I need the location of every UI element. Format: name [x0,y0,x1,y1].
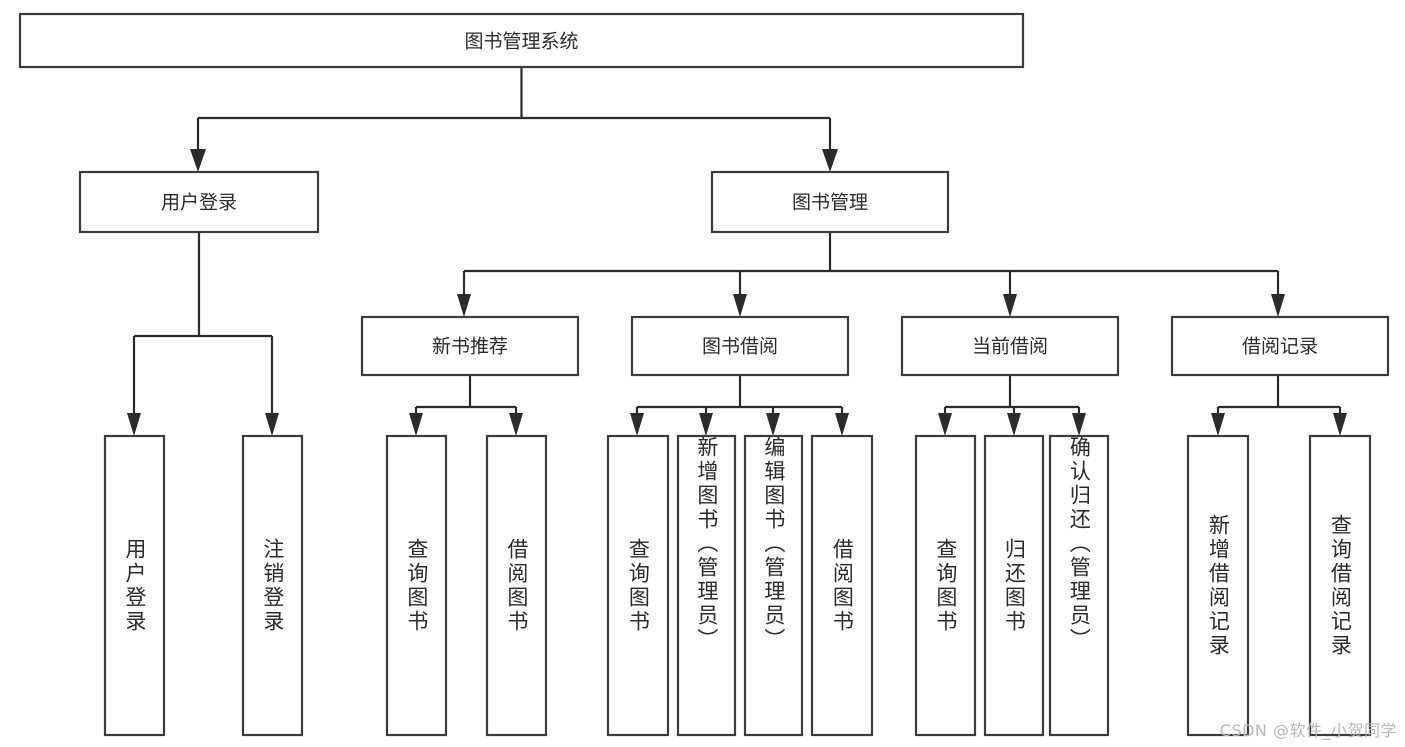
arrowhead-cb-c1 [938,413,952,436]
leaf-box-4[interactable] [606,434,670,737]
node-label-book-manage: 图书管理 [792,192,868,214]
node-label-user-login: 用户登录 [161,192,237,214]
edge-group-user-login [127,232,279,436]
arrowhead-bb-c3 [766,413,780,436]
node-box-borrow-record[interactable] [1170,315,1390,377]
leaf-box-10[interactable] [1048,434,1110,737]
node-label-root: 图书管理系统 [464,31,578,53]
edge-group-new-book [409,375,523,436]
leaf-box-11[interactable] [1186,434,1250,737]
arrowhead-cb-c3 [1072,413,1086,436]
edge-group-book-manage [457,232,1285,317]
leaf-box-2[interactable] [385,434,448,737]
edge-group-root [190,67,838,172]
arrowhead-root-to-book [822,149,838,172]
node-label-new-book-recommend: 新书推荐 [432,336,508,358]
node-box-new-book-recommend[interactable] [360,315,580,377]
arrowhead-bb-c4 [835,413,849,436]
arrowhead-br-c2 [1333,413,1347,436]
leaf-box-7[interactable] [810,434,874,737]
arrowhead-bm-c1 [457,294,471,317]
node-label-current-borrow: 当前借阅 [972,336,1048,358]
leaf-box-12[interactable] [1308,434,1372,737]
node-box-book-manage[interactable] [710,170,950,234]
leaf-box-6[interactable] [743,434,804,737]
arrowhead-bb-c1 [630,413,644,436]
arrowhead-user-c1 [127,413,141,436]
arrowhead-bm-c2 [733,294,747,317]
leaf-box-8[interactable] [914,434,977,737]
arrowhead-bm-c3 [1003,294,1017,317]
leaf-box-1[interactable] [241,434,304,737]
leaf-box-9[interactable] [983,434,1045,737]
leaf-box-0[interactable] [103,434,166,737]
node-label-book-borrow: 图书借阅 [702,336,778,358]
leaf-box-3[interactable] [485,434,548,737]
node-box-user-login[interactable] [78,170,320,234]
arrowhead-bm-c4 [1271,294,1285,317]
arrowhead-cb-c2 [1007,413,1021,436]
edge-group-book-borrow [630,375,849,436]
arrowhead-nb-c1 [409,413,423,436]
arrowhead-user-c2 [265,413,279,436]
edge-group-current-borrow [938,375,1086,436]
csdn-watermark: CSDN @软件_小贺同学 [1219,721,1397,740]
node-box-root[interactable] [18,12,1025,69]
leaf-box-5[interactable] [676,434,737,737]
arrowhead-nb-c2 [509,413,523,436]
arrowhead-bb-c2 [699,413,713,436]
node-label-borrow-record: 借阅记录 [1242,336,1318,358]
edge-group-borrow-record [1211,375,1347,436]
node-box-book-borrow[interactable] [630,315,850,377]
arrowhead-br-c1 [1211,413,1225,436]
node-box-current-borrow[interactable] [900,315,1120,377]
arrowhead-root-to-user [190,149,206,172]
